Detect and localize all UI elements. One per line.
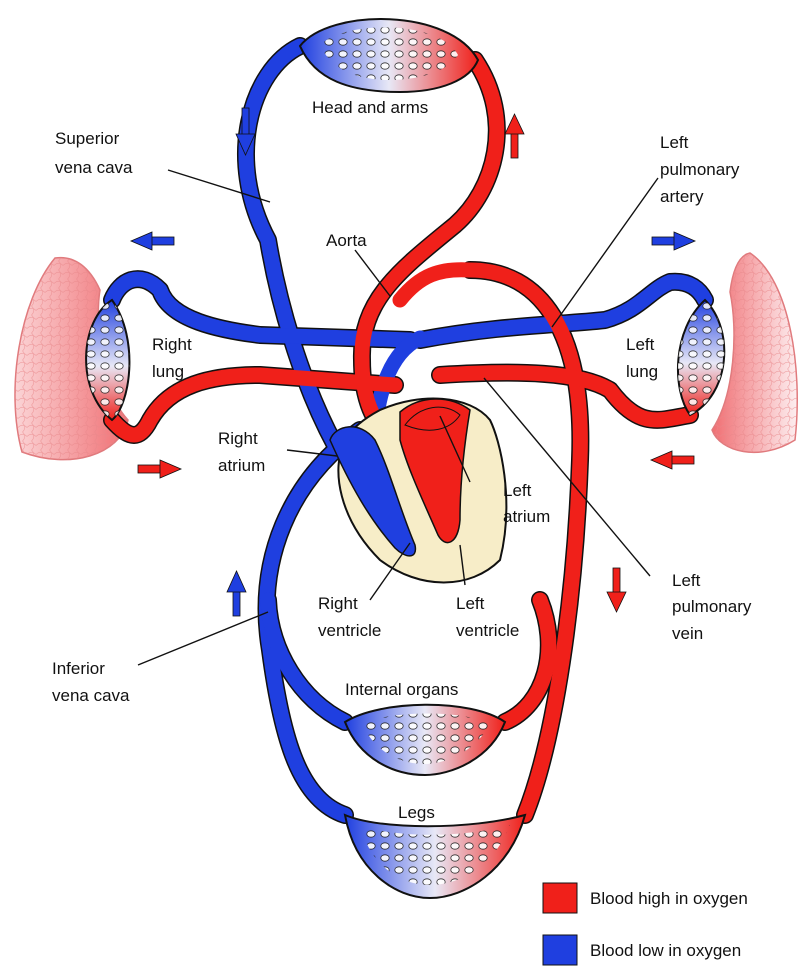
- arrow-up-icon: [227, 571, 246, 616]
- label-right-atrium: atrium: [218, 456, 265, 475]
- legend-swatch-low-oxygen: [543, 935, 577, 965]
- label-inferior-vena-cava: Inferior: [52, 659, 105, 678]
- label-right-ventricle: ventricle: [318, 621, 381, 640]
- label-superior-vena-cava: vena cava: [55, 158, 133, 177]
- label-left-atrium: Left: [503, 481, 532, 500]
- arrow-left-icon: [651, 451, 694, 469]
- label-left-ventricle: Left: [456, 594, 485, 613]
- label-legs: Legs: [398, 803, 435, 822]
- arrow-up-icon: [505, 114, 524, 158]
- label-right-lung: lung: [152, 362, 184, 381]
- heart: [330, 399, 506, 583]
- label-left-pulmonary-vein: pulmonary: [672, 597, 752, 616]
- organ-artery-vessel: [505, 600, 549, 722]
- legend: Blood high in oxygen Blood low in oxygen: [543, 883, 748, 965]
- label-right-lung: Right: [152, 335, 192, 354]
- label-left-pulmonary-artery: Left: [660, 133, 689, 152]
- capillary-bed-legs: [345, 815, 525, 898]
- label-left-lung: Left: [626, 335, 655, 354]
- label-right-atrium: Right: [218, 429, 258, 448]
- label-inferior-vena-cava: vena cava: [52, 686, 130, 705]
- capillary-bed-left-lung: [678, 300, 724, 415]
- label-left-pulmonary-artery: artery: [660, 187, 704, 206]
- capillary-bed-internal-organs: [345, 705, 505, 775]
- label-head-and-arms: Head and arms: [312, 98, 428, 117]
- label-left-pulmonary-vein: Left: [672, 571, 701, 590]
- legend-swatch-high-oxygen: [543, 883, 577, 913]
- arrow-left-icon: [131, 232, 174, 250]
- capillary-bed-head-arms: [300, 19, 478, 92]
- arrow-right-icon: [652, 232, 695, 250]
- label-internal-organs: Internal organs: [345, 680, 458, 699]
- label-superior-vena-cava: Superior: [55, 129, 120, 148]
- label-left-ventricle: ventricle: [456, 621, 519, 640]
- label-right-ventricle: Right: [318, 594, 358, 613]
- legend-label-high-oxygen: Blood high in oxygen: [590, 889, 748, 908]
- label-left-atrium: atrium: [503, 507, 550, 526]
- label-left-pulmonary-vein: vein: [672, 624, 703, 643]
- label-aorta: Aorta: [326, 231, 367, 250]
- label-left-pulmonary-artery: pulmonary: [660, 160, 740, 179]
- arrow-right-icon: [138, 460, 181, 478]
- label-left-lung: lung: [626, 362, 658, 381]
- arrow-down-icon: [607, 568, 626, 612]
- legend-label-low-oxygen: Blood low in oxygen: [590, 941, 741, 960]
